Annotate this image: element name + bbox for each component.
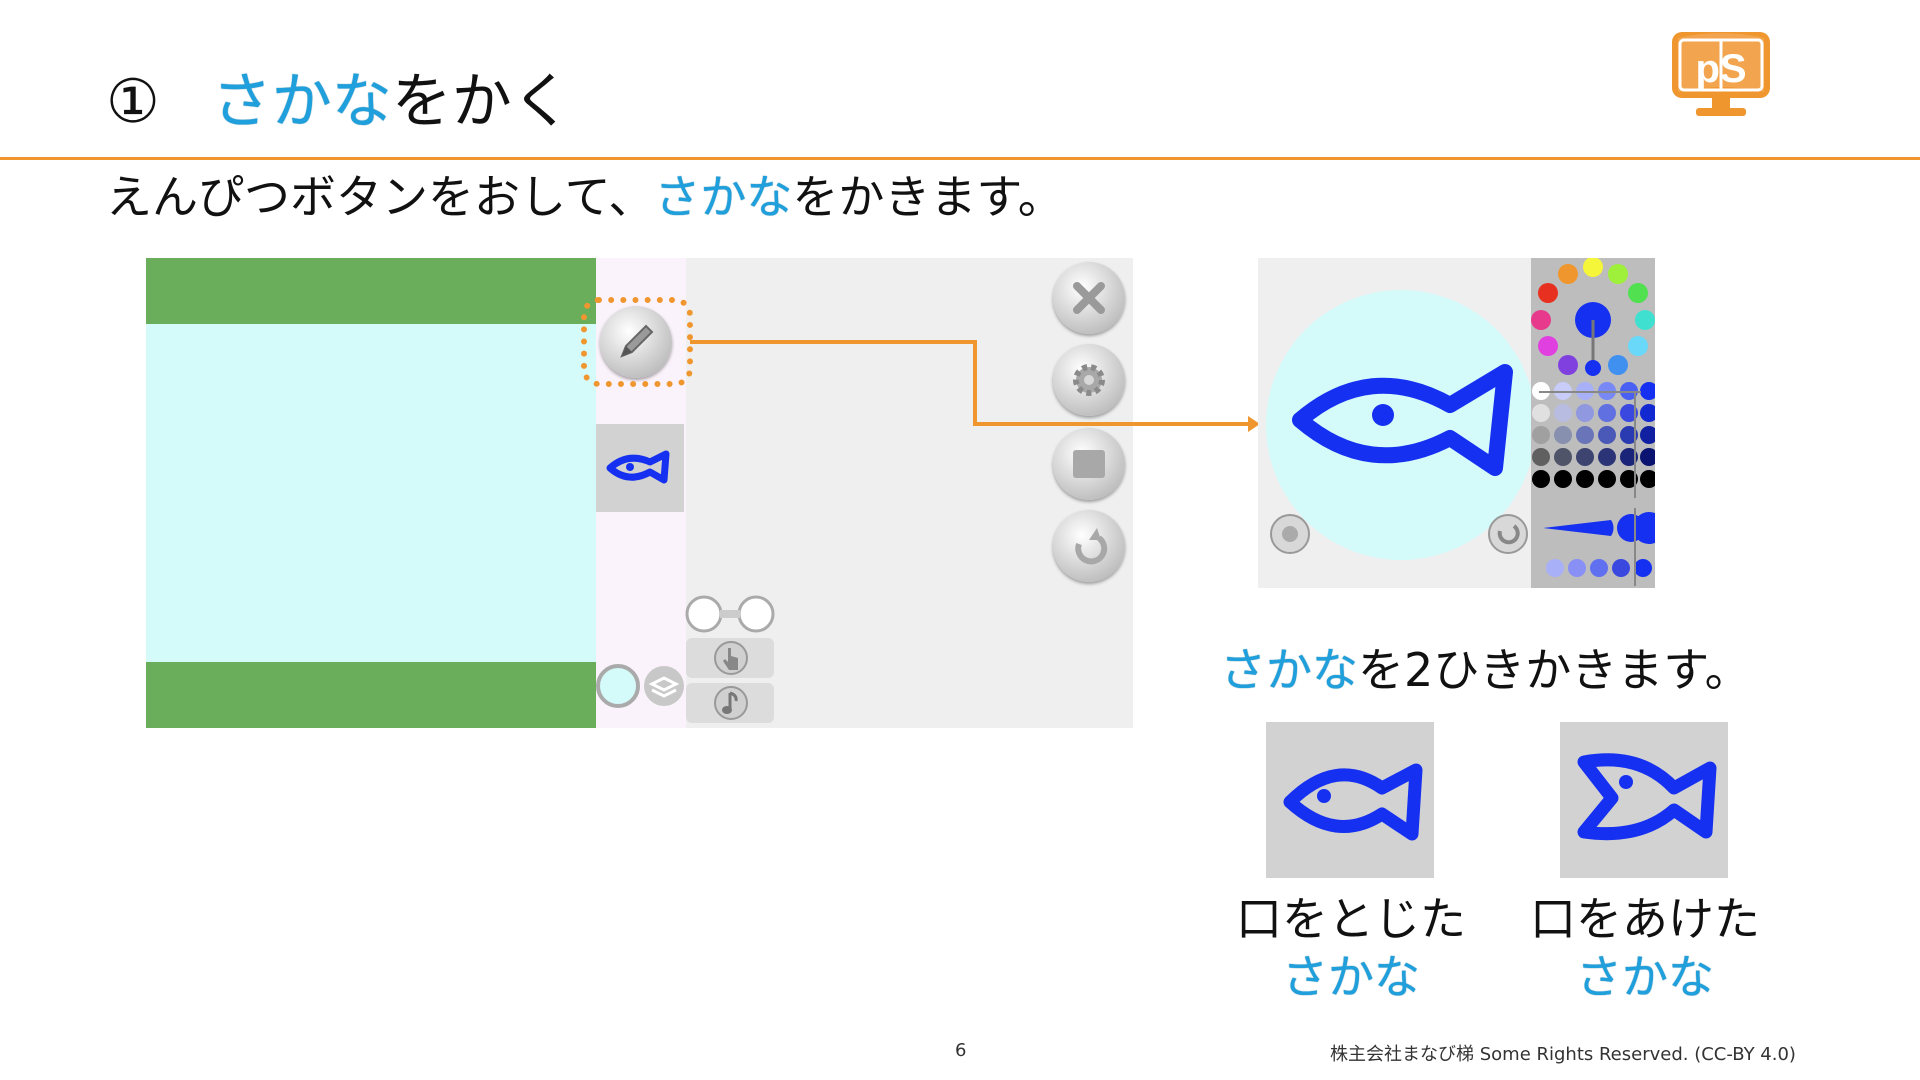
second-instruction: さかなを2ひきかきます。	[1220, 640, 1751, 700]
undo-paint-icon[interactable]	[1486, 512, 1530, 556]
instruction-text: えんぴつボタンをおして、さかなをかきます。	[106, 167, 1064, 227]
pyonkee-logo: pS	[1672, 32, 1770, 116]
delete-button[interactable]	[1053, 262, 1125, 334]
fish-sprite-icon	[606, 450, 670, 484]
copyright-notice: 株主会社まなび梯 Some Rights Reserved. (CC-BY 4.…	[1330, 1044, 1796, 1065]
caption-closed-mouth: 口をとじた さかな	[1221, 890, 1481, 1006]
stage-top-band	[146, 258, 596, 324]
caption-open-line2: さかな	[1576, 950, 1714, 1004]
costume-closed-mouth	[1266, 722, 1434, 878]
settings-button[interactable]	[1053, 344, 1125, 416]
instruction-highlight: さかな	[654, 170, 793, 224]
pencil-icon	[620, 324, 654, 358]
costume-open-mouth	[1560, 722, 1728, 878]
stage-bottom-band	[146, 662, 596, 728]
svg-text:pS: pS	[1695, 47, 1746, 91]
close-icon	[1073, 282, 1105, 314]
undo-icon	[1075, 528, 1108, 565]
connector-arrow	[690, 340, 1260, 432]
header-rule	[0, 157, 1920, 160]
step-number: ①	[106, 67, 160, 137]
page-title: ① さかなをかく	[106, 66, 572, 138]
hand-icon	[714, 641, 748, 675]
fish-drawing	[1292, 364, 1513, 476]
caption-open-mouth: 口をあけた さかな	[1515, 890, 1775, 1006]
undo-button[interactable]	[1053, 510, 1125, 582]
color-palette[interactable]	[1531, 257, 1665, 588]
sound-button[interactable]	[686, 683, 774, 723]
caption-closed-line2: さかな	[1282, 950, 1420, 1004]
hand-tool-button[interactable]	[686, 638, 774, 678]
fish-closed-mouth-icon	[1283, 763, 1423, 841]
gear-icon	[1073, 364, 1105, 396]
caption-closed-line1: 口をとじた	[1236, 892, 1466, 946]
stop-button[interactable]	[1053, 428, 1125, 500]
page-number: 6	[955, 1040, 967, 1061]
title-highlight: さかな	[211, 67, 392, 137]
pencil-highlight-frame	[581, 297, 693, 387]
caption-open-line1: 口をあけた	[1530, 892, 1760, 946]
title-rest: をかく	[391, 67, 572, 137]
music-icon	[714, 686, 748, 720]
shade-grid	[1532, 382, 1658, 488]
stop-icon	[1073, 450, 1105, 478]
sprite-thumbnail[interactable]	[596, 424, 684, 512]
stage-select-icon[interactable]	[594, 662, 688, 710]
instruction-after: をかきます。	[792, 170, 1064, 224]
second-instruction-highlight: さかな	[1220, 643, 1358, 697]
binoculars-icon[interactable]	[684, 594, 776, 634]
brush-size-icon[interactable]	[1268, 512, 1312, 556]
palette-swatches	[1531, 257, 1665, 586]
instruction-before: えんぴつボタンをおして、	[106, 170, 655, 224]
second-instruction-rest: を2ひきかきます。	[1358, 643, 1751, 697]
stage-area	[146, 258, 596, 728]
fish-open-mouth-icon	[1577, 753, 1717, 841]
paint-pencil-button[interactable]	[600, 306, 672, 378]
